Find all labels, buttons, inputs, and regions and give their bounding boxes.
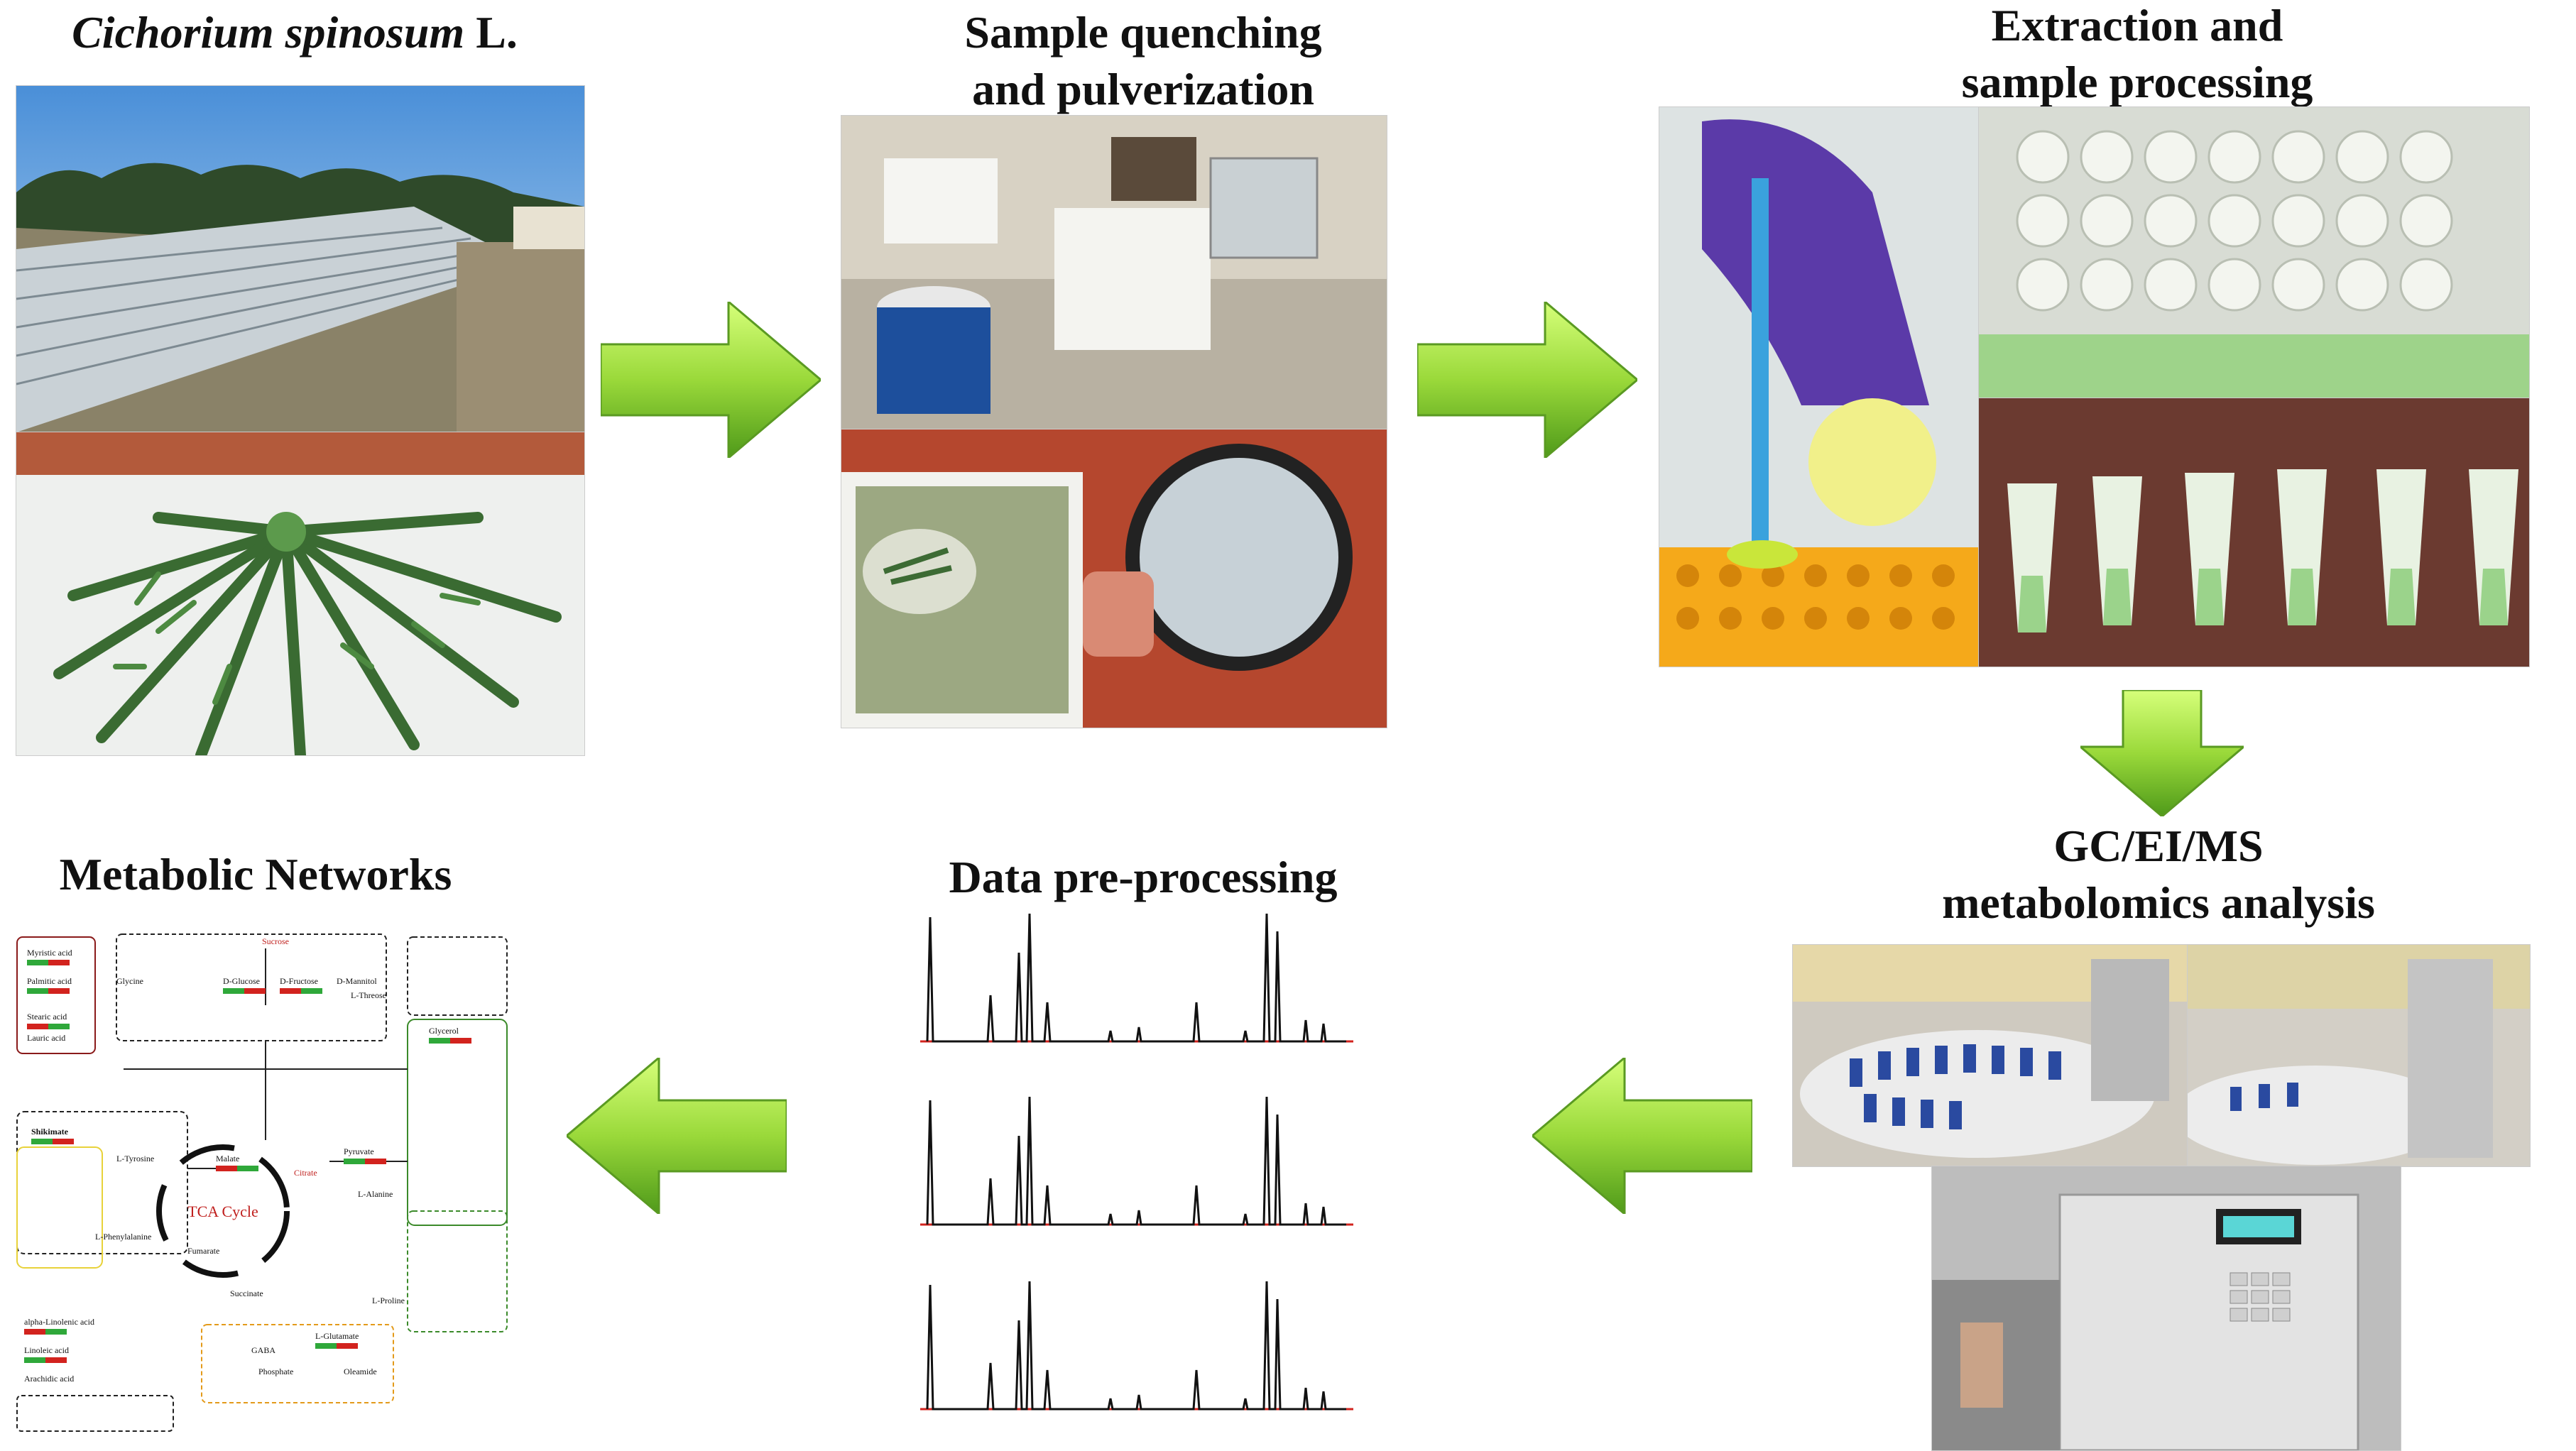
svg-text:Fumarate: Fumarate	[187, 1246, 219, 1256]
step2-title: Sample quenching and pulverization	[845, 4, 1441, 118]
tca-cycle-label: TCA Cycle	[187, 1203, 258, 1220]
gc-ms-instrument-photo	[1931, 1166, 2401, 1451]
svg-text:Phosphate: Phosphate	[258, 1367, 293, 1376]
svg-text:L-Alanine: L-Alanine	[358, 1189, 393, 1199]
svg-text:GABA: GABA	[251, 1345, 275, 1355]
step1-title: Cichorium spinosum L.	[14, 4, 575, 61]
svg-text:Oleamide: Oleamide	[344, 1367, 377, 1376]
arrow-step5-to-step6	[567, 1058, 787, 1214]
svg-text:Shikimate: Shikimate	[31, 1127, 69, 1137]
chromatogram-3	[920, 1281, 1353, 1411]
step2-title-line2: and pulverization	[972, 64, 1314, 114]
chromatogram-2	[920, 1096, 1353, 1226]
arrow-step2-to-step3	[1417, 302, 1637, 458]
step3-title: Extraction and sample processing	[1853, 0, 2421, 111]
chromatogram-1	[920, 913, 1353, 1043]
svg-text:Stearic acid: Stearic acid	[27, 1012, 67, 1022]
arrow-step4-to-step5	[1532, 1058, 1752, 1214]
svg-text:Lauric acid: Lauric acid	[27, 1033, 65, 1043]
sample-tubes-rack-photo	[1978, 106, 2530, 399]
species-authority: L.	[464, 7, 518, 58]
step3-title-line1: Extraction and	[1991, 0, 2283, 50]
svg-text:L-Phenylalanine: L-Phenylalanine	[95, 1232, 151, 1242]
svg-text:L-Glutamate: L-Glutamate	[315, 1331, 359, 1341]
svg-text:Linoleic acid: Linoleic acid	[24, 1345, 69, 1355]
svg-text:Myristic acid: Myristic acid	[27, 948, 72, 958]
svg-text:Palmitic acid: Palmitic acid	[27, 976, 72, 986]
svg-text:Pyruvate: Pyruvate	[344, 1146, 374, 1156]
svg-text:L-Tyrosine: L-Tyrosine	[116, 1154, 154, 1163]
svg-text:alpha-Linolenic acid: alpha-Linolenic acid	[24, 1317, 94, 1327]
svg-text:Sucrose: Sucrose	[262, 936, 289, 946]
autosampler-arm-photo	[2187, 944, 2531, 1167]
step5-title: Data pre-processing	[949, 852, 1338, 902]
step4-title: GC/EI/MS metabolomics analysis	[1896, 818, 2421, 931]
metabolic-network-diagram: TCA Cycle Sucrose D-Glucose D-Fructose D-…	[10, 927, 518, 1433]
svg-text:D-Glucose: D-Glucose	[223, 976, 260, 986]
svg-text:Glycine: Glycine	[116, 976, 143, 986]
svg-text:D-Fructose: D-Fructose	[280, 976, 318, 986]
svg-text:L-Threose: L-Threose	[351, 990, 386, 1000]
svg-text:L-Proline: L-Proline	[372, 1296, 405, 1305]
step3-title-line2: sample processing	[1961, 57, 2313, 107]
plant-rosette-photo	[16, 432, 585, 756]
svg-text:Citrate: Citrate	[294, 1168, 317, 1178]
species-name: Cichorium spinosum	[72, 7, 465, 58]
step4-title-line2: metabolomics analysis	[1942, 877, 2375, 928]
lab-bench-photo	[841, 115, 1387, 430]
arrow-step3-to-step4	[2080, 690, 2244, 816]
pipette-extraction-photo	[1659, 106, 1980, 667]
liquid-nitrogen-photo	[841, 429, 1387, 728]
step2-title-line1: Sample quenching	[964, 7, 1322, 58]
svg-text:Arachidic acid: Arachidic acid	[24, 1374, 74, 1384]
svg-text:Malate: Malate	[216, 1154, 239, 1163]
step4-title-line1: GC/EI/MS	[2053, 821, 2264, 871]
autosampler-tray-photo	[1792, 944, 2188, 1167]
svg-text:Glycerol: Glycerol	[429, 1026, 459, 1036]
greenhouse-photo	[16, 85, 585, 433]
step6-title: Metabolic Networks	[59, 849, 452, 899]
arrow-step1-to-step2	[601, 302, 821, 458]
eppendorf-tubes-photo	[1978, 398, 2530, 667]
svg-text:D-Mannitol: D-Mannitol	[337, 976, 377, 986]
svg-text:Succinate: Succinate	[230, 1288, 263, 1298]
